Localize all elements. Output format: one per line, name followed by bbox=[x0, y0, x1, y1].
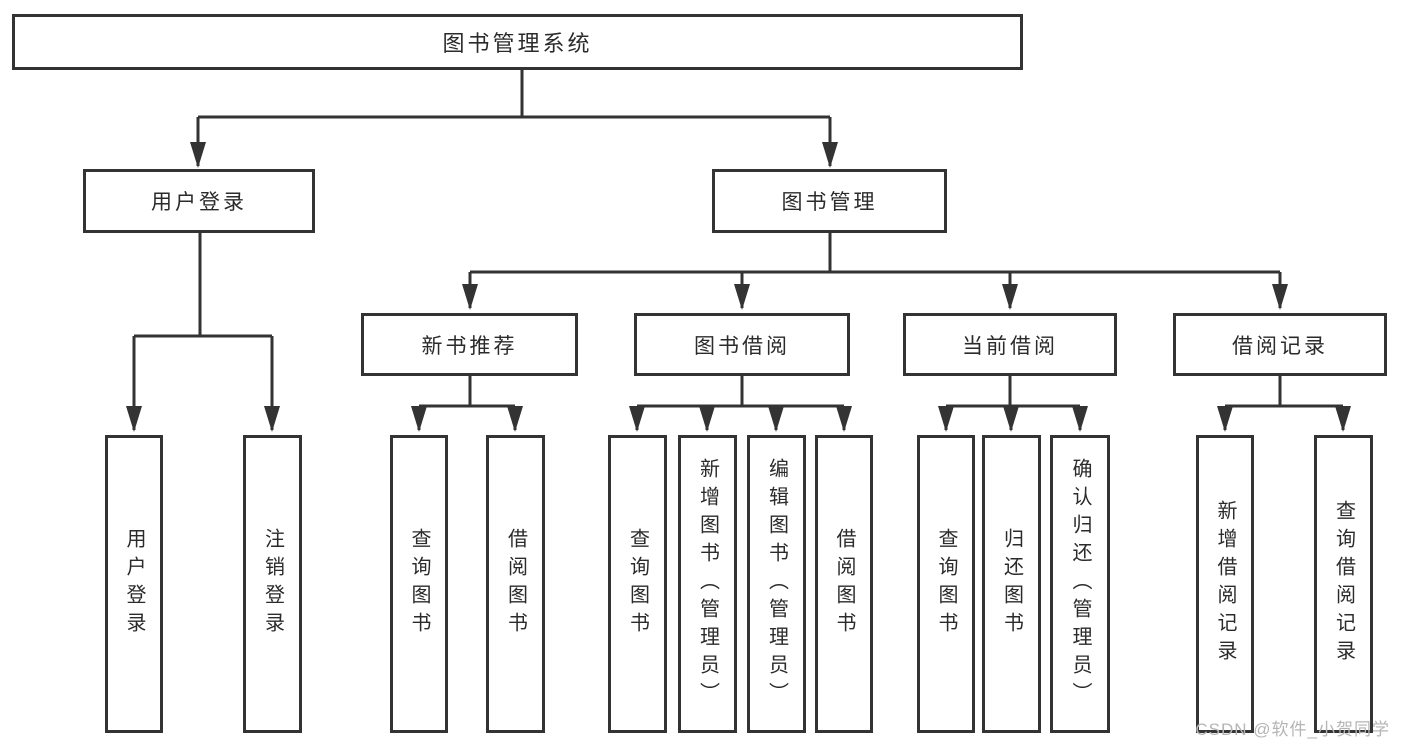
leaf-return-books-label: 归还图书 bbox=[1000, 528, 1023, 640]
node-user-login: 用户登录 bbox=[83, 169, 315, 233]
leaf-current-query-books: 查询图书 bbox=[917, 435, 975, 733]
node-new-book-recommend-label: 新书推荐 bbox=[421, 334, 518, 358]
leaf-return-books: 归还图书 bbox=[982, 435, 1041, 733]
node-root-label: 图书管理系统 bbox=[442, 31, 593, 56]
node-new-book-recommend: 新书推荐 bbox=[361, 313, 578, 376]
connector-lines bbox=[126, 70, 1351, 432]
node-book-borrowing-label: 图书借阅 bbox=[694, 334, 790, 358]
leaf-borrowing-borrow-books-label: 借阅图书 bbox=[833, 528, 855, 640]
leaf-confirm-return-admin: 确认归还（管理员） bbox=[1050, 435, 1110, 733]
leaf-borrowing-borrow-books: 借阅图书 bbox=[815, 435, 873, 733]
node-root: 图书管理系统 bbox=[12, 14, 1023, 70]
leaf-edit-books-admin-label: 编辑图书（管理员） bbox=[765, 458, 788, 710]
leaf-add-borrow-record: 新增借阅记录 bbox=[1196, 435, 1254, 733]
leaf-query-borrow-record-label: 查询借阅记录 bbox=[1332, 500, 1355, 668]
leaf-add-books-admin: 新增图书（管理员） bbox=[678, 435, 737, 733]
node-book-borrowing: 图书借阅 bbox=[634, 313, 850, 376]
leaf-newbook-query-books: 查询图书 bbox=[390, 435, 448, 733]
leaf-borrowing-query-books: 查询图书 bbox=[608, 435, 667, 733]
node-borrow-records: 借阅记录 bbox=[1173, 313, 1387, 376]
leaf-newbook-query-books-label: 查询图书 bbox=[408, 528, 430, 640]
leaf-add-borrow-record-label: 新增借阅记录 bbox=[1214, 500, 1236, 668]
leaf-add-books-admin-label: 新增图书（管理员） bbox=[696, 458, 719, 710]
node-current-borrowing: 当前借阅 bbox=[903, 313, 1117, 376]
leaf-current-query-books-label: 查询图书 bbox=[935, 528, 957, 640]
leaf-borrowing-query-books-label: 查询图书 bbox=[626, 528, 649, 640]
node-book-management-label: 图书管理 bbox=[781, 191, 878, 214]
leaf-logout-label: 注销登录 bbox=[261, 528, 284, 640]
leaf-user-login-label: 用户登录 bbox=[123, 528, 145, 640]
leaf-query-borrow-record: 查询借阅记录 bbox=[1314, 435, 1373, 733]
leaf-newbook-borrow-books: 借阅图书 bbox=[486, 435, 545, 733]
node-book-management: 图书管理 bbox=[712, 169, 947, 233]
csdn-watermark: CSDN @软件_小贺同学 bbox=[1195, 720, 1390, 739]
leaf-newbook-borrow-books-label: 借阅图书 bbox=[504, 528, 527, 640]
node-user-login-label: 用户登录 bbox=[151, 191, 247, 214]
leaf-logout: 注销登录 bbox=[243, 435, 302, 733]
leaf-confirm-return-admin-label: 确认归还（管理员） bbox=[1069, 458, 1091, 710]
node-borrow-records-label: 借阅记录 bbox=[1232, 334, 1328, 358]
leaf-edit-books-admin: 编辑图书（管理员） bbox=[747, 435, 806, 733]
leaf-user-login: 用户登录 bbox=[105, 435, 163, 733]
node-current-borrowing-label: 当前借阅 bbox=[962, 334, 1058, 358]
